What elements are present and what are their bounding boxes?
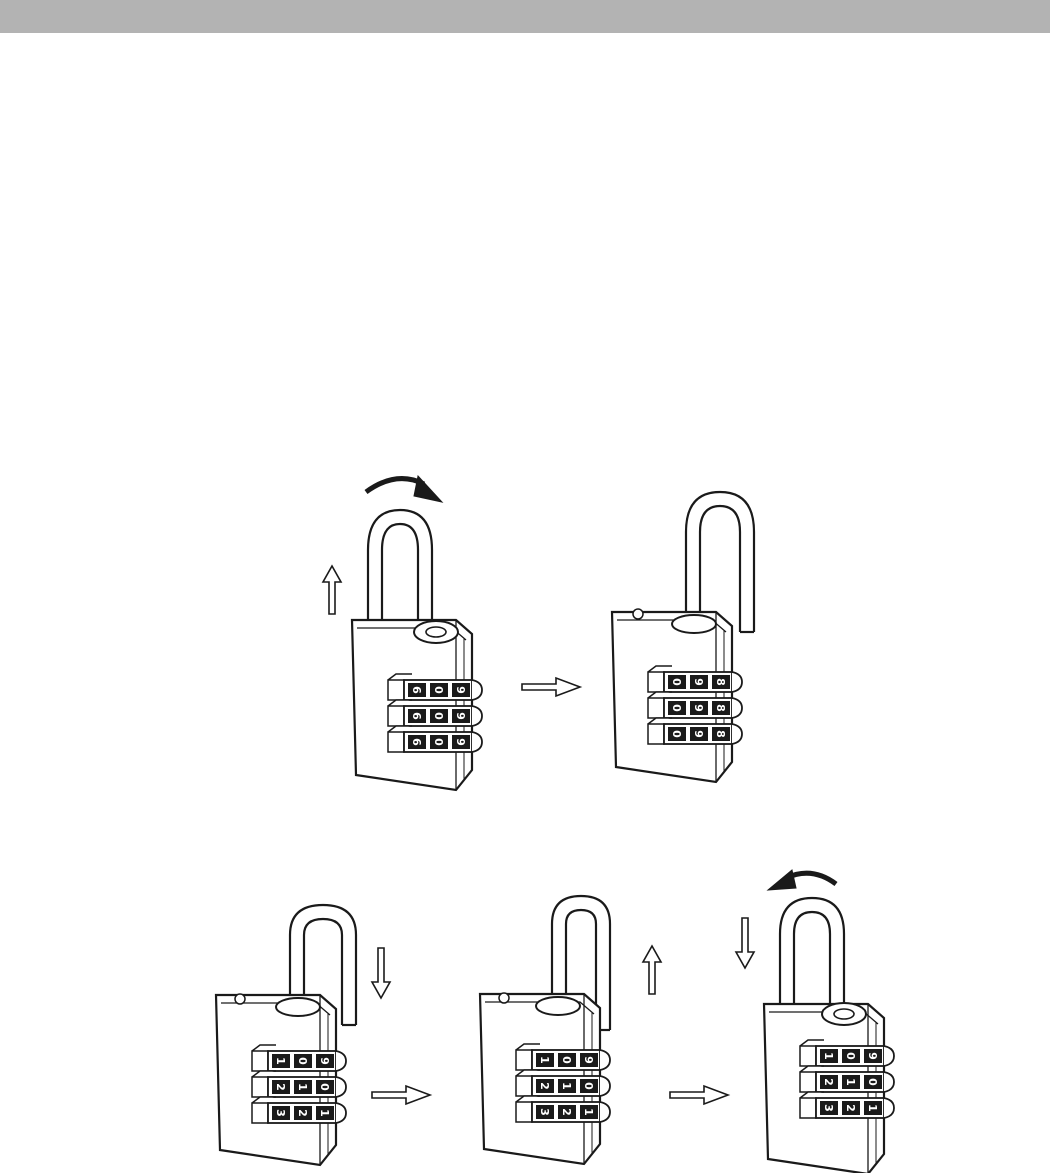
- wheel-digit: 9: [454, 686, 467, 694]
- flow-arrow-step-3-to-step-4: [371, 1085, 431, 1105]
- wheel-digit: 8: [714, 678, 727, 686]
- wheel-digit: 2: [274, 1083, 287, 1091]
- wheel-digit: 0: [432, 738, 445, 746]
- wheel-digit: 0: [296, 1057, 309, 1065]
- wheel-digit: 0: [670, 678, 683, 686]
- wheel-digit: 8: [714, 704, 727, 712]
- wheel-digit: 2: [538, 1082, 551, 1090]
- wheel-digit: 2: [844, 1104, 857, 1112]
- padlock-step-1: [350, 508, 483, 792]
- wheel-digit: 8: [714, 730, 727, 738]
- padlock-step-2: [610, 490, 756, 784]
- wheel-digit: 0: [866, 1078, 879, 1086]
- wheel-digit: 6: [410, 738, 423, 746]
- wheel-digits: 6 0 9 6 0 9 6 0 9 0 9 8 0 9 8 0 9 8 1 0 9 2 1 0 3 2 1 1 0 9 2 1 0 3 2 1 1 0 9 2…: [274, 678, 879, 1117]
- wheel-digit: 1: [274, 1057, 287, 1065]
- wheel-digit: 1: [538, 1056, 551, 1064]
- down-arrow-icon: [735, 917, 755, 969]
- wheel-digit: 1: [866, 1104, 879, 1112]
- wheel-digit: 1: [822, 1052, 835, 1060]
- wheel-digit: 0: [432, 712, 445, 720]
- wheel-digit: 9: [692, 704, 705, 712]
- wheel-digit: 0: [582, 1082, 595, 1090]
- wheel-digit: 0: [844, 1052, 857, 1060]
- up-arrow-icon: [322, 565, 342, 615]
- wheel-digit: 2: [822, 1078, 835, 1086]
- wheel-digit: 0: [432, 686, 445, 694]
- wheel-digit: 6: [410, 686, 423, 694]
- wheel-digit: 9: [866, 1052, 879, 1060]
- wheel-digit: 2: [296, 1109, 309, 1117]
- padlock-step-4: [478, 894, 612, 1166]
- flow-arrow-step-4-to-step-5: [669, 1085, 729, 1105]
- wheel-digit: 9: [318, 1057, 331, 1065]
- wheel-digit: 9: [454, 738, 467, 746]
- wheel-digit: 3: [822, 1104, 835, 1112]
- wheel-digit: 6: [410, 712, 423, 720]
- wheel-digit: 1: [844, 1078, 857, 1086]
- wheel-digit: 9: [692, 678, 705, 686]
- wheel-digit: 1: [318, 1109, 331, 1117]
- wheel-digit: 9: [454, 712, 467, 720]
- padlock-step-5: [762, 896, 895, 1173]
- wheel-digit: 0: [560, 1056, 573, 1064]
- wheel-digit: 3: [274, 1109, 287, 1117]
- down-arrow-icon: [371, 947, 391, 999]
- wheel-digit: 9: [692, 730, 705, 738]
- wheel-digit: 3: [538, 1108, 551, 1116]
- wheel-digit: 1: [296, 1083, 309, 1091]
- wheel-digit: 1: [582, 1108, 595, 1116]
- wheel-digit: 0: [318, 1083, 331, 1091]
- up-arrow-icon: [642, 945, 662, 995]
- wheel-digit: 0: [670, 704, 683, 712]
- wheel-digit: 1: [560, 1082, 573, 1090]
- flow-arrow-step-1-to-step-2: [521, 677, 581, 697]
- wheel-digit: 9: [582, 1056, 595, 1064]
- padlock-step-3: [214, 903, 358, 1167]
- wheel-digit: 2: [560, 1108, 573, 1116]
- wheel-digit: 0: [670, 730, 683, 738]
- header-bar: [0, 0, 1050, 33]
